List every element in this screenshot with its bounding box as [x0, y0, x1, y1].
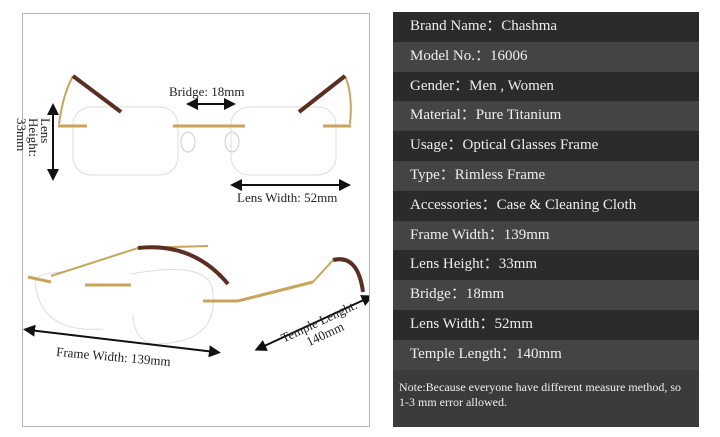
- product-diagram: Bridge: 18mm Lens Height: 33mm Lens Widt…: [14, 13, 370, 427]
- spec-row-type: Type：Rimless Frame: [393, 160, 699, 191]
- glasses-illustration: [23, 74, 369, 358]
- spec-row-temple-length: Temple Length：140mm: [393, 339, 699, 370]
- spec-row-lens-height: Lens Height：33mm: [393, 250, 699, 281]
- spec-row-brand: Brand Name：Chashma: [393, 12, 699, 42]
- lens-width-label: Lens Width: 52mm: [237, 190, 338, 205]
- front-view-glasses: [58, 74, 352, 176]
- lens-height-label: Lens Height: 33mm: [14, 118, 53, 157]
- spec-row-gender: Gender：Men , Women: [393, 71, 699, 102]
- spec-row-model: Model No.：16006: [393, 41, 699, 72]
- spec-row-usage: Usage：Optical Glasses Frame: [393, 131, 699, 161]
- bridge-label: Bridge: 18mm: [169, 84, 245, 99]
- spec-row-frame-width: Frame Width：139mm: [393, 220, 699, 251]
- spec-row-bridge: Bridge：18mm: [393, 280, 699, 310]
- spec-table: Brand Name：Chashma Model No.：16006 Gende…: [393, 12, 699, 427]
- measurement-note: Note:Because everyone have different mea…: [393, 369, 699, 426]
- spec-row-accessories: Accessories：Case & Cleaning Cloth: [393, 190, 699, 221]
- frame-width-arrow: [23, 324, 221, 358]
- spec-row-lens-width: Lens Width：52mm: [393, 309, 699, 340]
- temple-length-arrow: [254, 295, 369, 351]
- spec-row-material: Material：Pure Titanium: [393, 101, 699, 132]
